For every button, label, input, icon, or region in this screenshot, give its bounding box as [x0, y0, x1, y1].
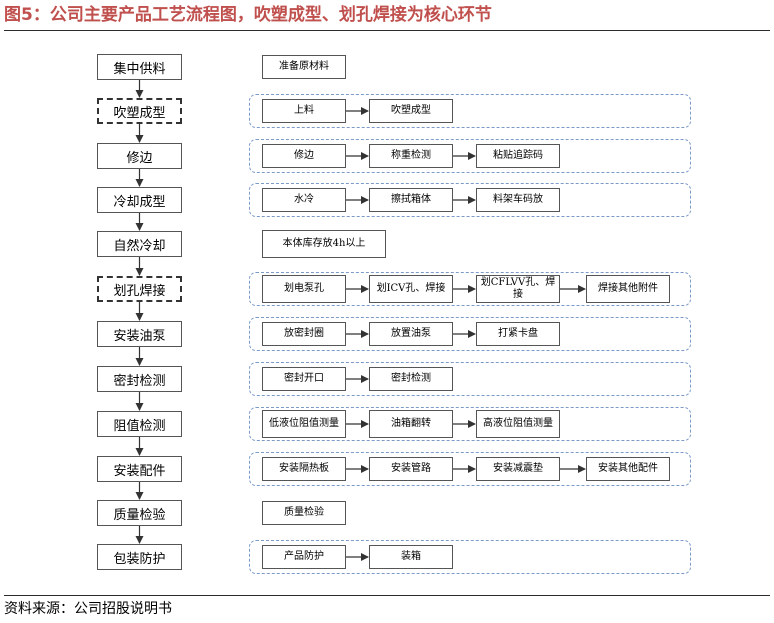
substep-box: 安装其他配件: [586, 457, 670, 481]
process-step: 自然冷却: [97, 231, 182, 257]
substep-box: 低液位阻值测量: [262, 410, 346, 438]
substep-box: 产品防护: [262, 545, 346, 569]
substep-group: [249, 452, 691, 486]
substep-box: 安装隔热板: [262, 457, 346, 481]
substep-box: 高液位阻值测量: [476, 410, 560, 438]
substep-box: 放置油泵: [369, 322, 453, 346]
process-step: 冷却成型: [97, 187, 182, 213]
substep-group: [249, 272, 691, 306]
process-step: 修边: [97, 143, 182, 169]
substep-box: 本体库存放4h以上: [262, 230, 386, 258]
substep-box: 安装减震垫: [476, 457, 560, 481]
process-step: 密封检测: [97, 366, 182, 392]
substep-group: [249, 540, 691, 574]
substep-box: 打紧卡盘: [476, 322, 560, 346]
title-divider: [4, 30, 770, 31]
process-step: 划孔焊接: [97, 276, 182, 302]
substep-box: 划CFLVV孔、焊接: [476, 275, 560, 303]
substep-box: 油箱翻转: [369, 410, 453, 438]
substep-box: 划电泵孔: [262, 275, 346, 303]
substep-box: 密封开口: [262, 367, 346, 391]
substep-box: 装箱: [369, 545, 453, 569]
substep-box: 水冷: [262, 188, 346, 212]
source-note: 资料来源：公司招股说明书: [4, 601, 172, 617]
substep-box: 擦拭箱体: [369, 188, 453, 212]
substep-box: 焊接其他附件: [586, 275, 670, 303]
substep-box: 准备原材料: [262, 55, 346, 79]
process-step: 吹塑成型: [97, 98, 182, 124]
process-step: 包装防护: [97, 544, 182, 570]
figure-title: 图5：公司主要产品工艺流程图，吹塑成型、划孔焊接为核心环节: [4, 5, 492, 25]
process-step: 质量检验: [97, 500, 182, 526]
process-step: 集中供料: [97, 54, 182, 80]
substep-group: [249, 139, 691, 173]
substep-box: 上料: [262, 99, 346, 123]
substep-box: 称重检测: [369, 144, 453, 168]
process-step: 安装油泵: [97, 321, 182, 347]
substep-box: 料架车码放: [476, 188, 560, 212]
substep-box: 质量检验: [262, 501, 346, 525]
substep-group: [249, 362, 691, 396]
source-divider: [4, 595, 770, 596]
process-step: 安装配件: [97, 456, 182, 482]
substep-box: 密封检测: [369, 367, 453, 391]
substep-group: [249, 94, 691, 128]
substep-box: 粘贴追踪码: [476, 144, 560, 168]
substep-group: [249, 183, 691, 217]
substep-group: [249, 407, 691, 441]
process-step: 阻值检测: [97, 411, 182, 437]
substep-box: 修边: [262, 144, 346, 168]
substep-group: [249, 317, 691, 351]
substep-box: 划ICV孔、焊接: [369, 275, 453, 303]
substep-box: 吹塑成型: [369, 99, 453, 123]
substep-box: 放密封圈: [262, 322, 346, 346]
substep-box: 安装管路: [369, 457, 453, 481]
